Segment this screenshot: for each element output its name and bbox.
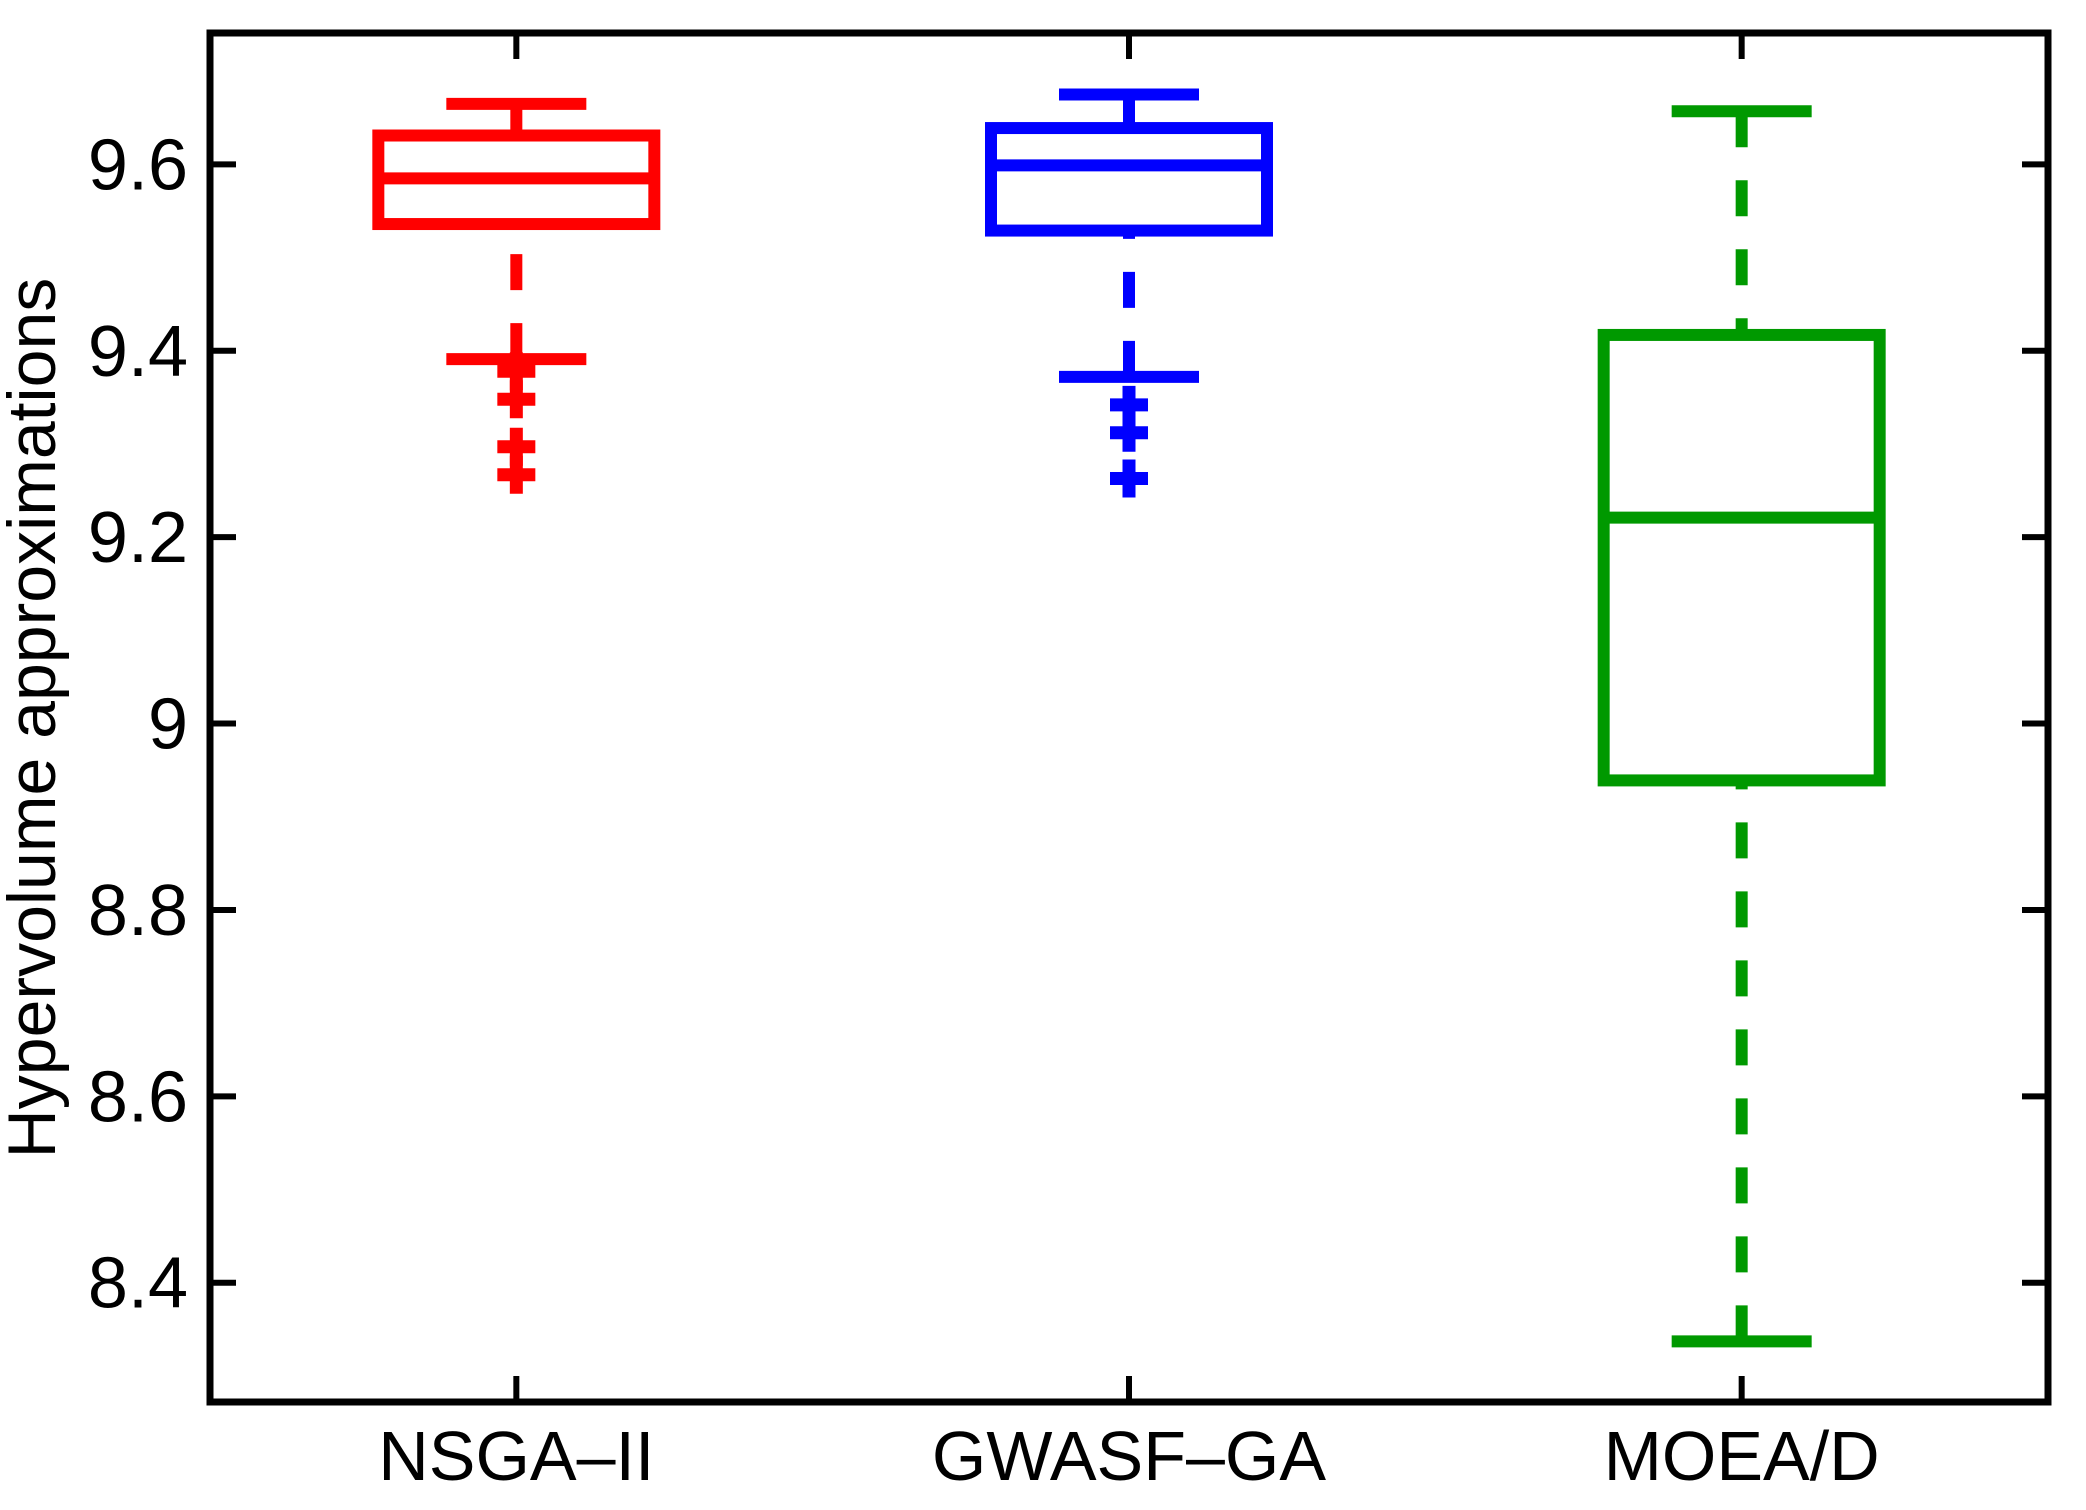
- box-MOEA/D: [1597, 328, 1886, 787]
- x-category-label: GWASF–GA: [932, 1417, 1326, 1495]
- y-tick-label: 9: [148, 685, 188, 765]
- x-category-label: MOEA/D: [1604, 1417, 1880, 1495]
- y-tick-label: 9.4: [88, 312, 188, 392]
- y-tick-label: 8.8: [88, 871, 188, 951]
- y-tick-label: 8.6: [88, 1057, 188, 1137]
- outlier-marker-GWASF-GA: [1110, 459, 1148, 498]
- y-axis-label: Hypervolume approximations: [0, 278, 70, 1159]
- outlier-marker-NSGA-II: [497, 455, 536, 494]
- outlier-marker-NSGA-II: [497, 380, 536, 419]
- outlier-marker-GWASF-GA: [1110, 413, 1148, 452]
- y-tick-label: 9.6: [88, 125, 188, 205]
- axes-frame: [206, 29, 2052, 1406]
- x-category-label: NSGA–II: [378, 1417, 654, 1495]
- box-GWASF-GA: [985, 122, 1273, 237]
- y-tick-label: 9.2: [88, 498, 188, 578]
- y-tick-label: 8.4: [88, 1244, 188, 1324]
